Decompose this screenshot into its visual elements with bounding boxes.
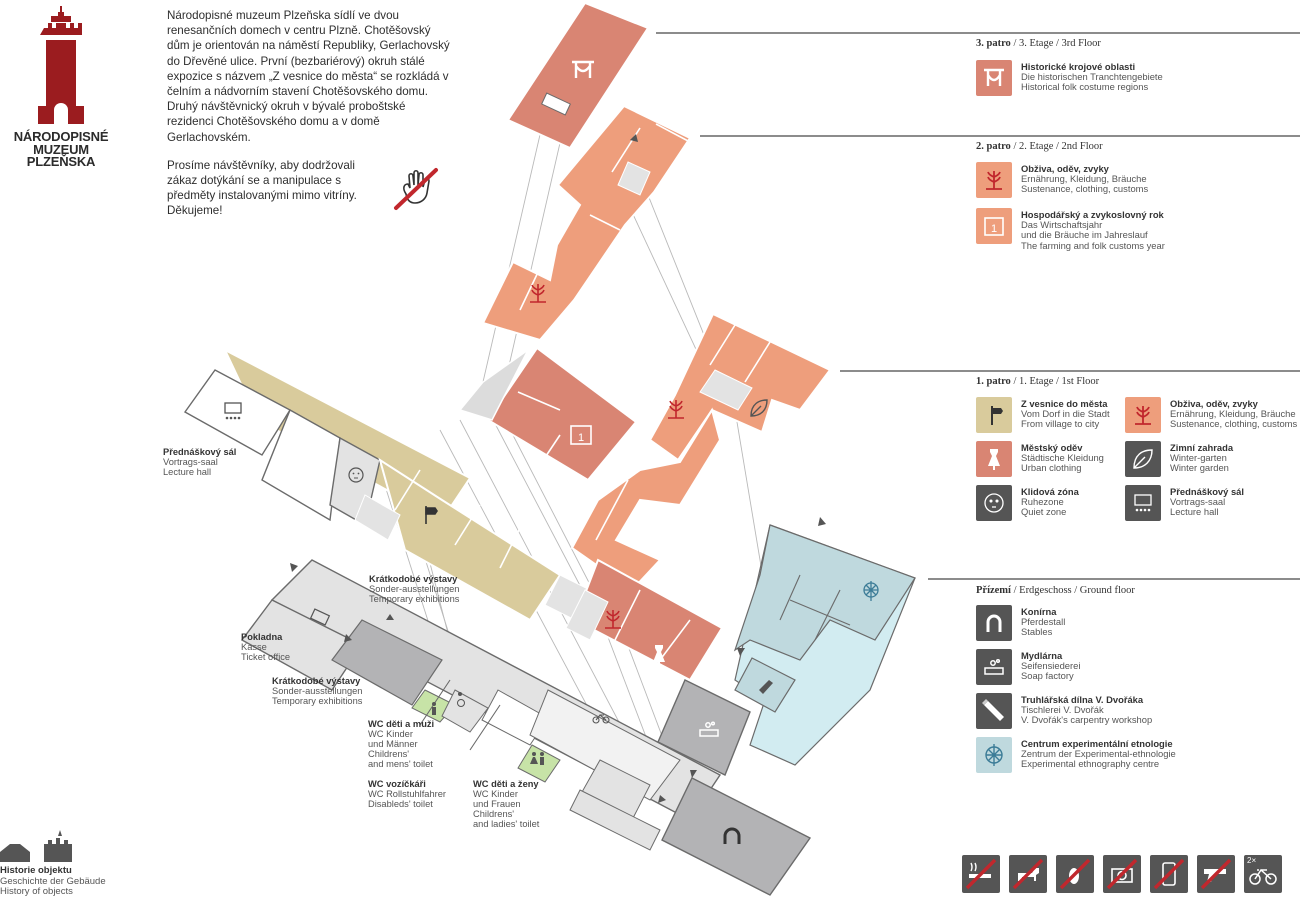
leaf-icon	[1133, 449, 1153, 469]
no-photo-rule	[1103, 855, 1141, 893]
svg-text:1: 1	[991, 223, 997, 235]
toilet-disabled-icon	[457, 692, 465, 707]
soap-icon	[699, 721, 719, 737]
signpost-icon	[425, 506, 438, 524]
wheat-sustenance-icon	[1135, 406, 1151, 425]
ground-floor-line	[928, 578, 1300, 580]
bicycle-icon	[592, 714, 610, 724]
legend-lecture-hall: Přednáškový sál Vortrags-saal Lecture ha…	[1125, 485, 1244, 521]
label-lecture-hall: Přednáškový sál Vortrags-saal Lecture ha…	[163, 447, 237, 477]
dress-form-icon	[653, 645, 665, 666]
third-floor-title: 3. patro / 3. Etage / 3rd Floor	[976, 38, 1101, 49]
second-floor-line	[700, 135, 1300, 137]
soap-icon	[984, 658, 1004, 675]
horseshoe-icon	[986, 614, 1002, 632]
legend-village-to-city: Z vesnice do města Vom Dorf in die Stadt…	[976, 397, 1110, 433]
no-touching-icon	[394, 168, 438, 210]
ticket-icon	[309, 608, 331, 626]
toilet-men-icon	[432, 702, 436, 715]
no-smoking-rule	[962, 855, 1000, 893]
lecture-screen-icon	[224, 402, 242, 420]
no-weapons-icon	[1200, 858, 1232, 890]
folk-costume-regions-icon	[572, 60, 594, 78]
legend-farming-year: 1 Hospodářský a zvykoslovný rok Das Wirt…	[976, 208, 1165, 251]
museum-tower-logo-icon	[38, 6, 84, 124]
no-food-rule	[1056, 855, 1094, 893]
quiet-face-icon	[984, 493, 1004, 513]
legend-soap-factory: Mydlárna Seifensiederei Soap factory	[976, 649, 1080, 685]
direction-arrows	[290, 134, 826, 803]
bicycle-parking-rule: 2×	[1244, 855, 1282, 893]
label-wc-disabled: WC vozíčkáři WC Rollstuhlfahrer Disabled…	[368, 779, 447, 809]
legend-folk-costume-regions: Historické krojové oblasti Die historisc…	[976, 60, 1163, 96]
label-wc-men: WC děti a muži WC Kinder und Männer Chil…	[368, 719, 435, 769]
first-floor-title: 1. patro / 1. Etage / 1st Floor	[976, 376, 1100, 387]
legend-winter-garden: Zimní zahrada Winter-garten Winter garde…	[1125, 441, 1233, 477]
folk-costume-regions-icon	[984, 68, 1004, 86]
third-floor-plan	[506, 1, 650, 150]
saw-icon	[982, 699, 1004, 721]
legend-stables: Konírna Pferdestall Stables	[976, 605, 1065, 641]
second-floor-plan: 1	[458, 104, 832, 592]
label-temporary-exhibitions-2: Krátkodobé výstavy Sonder-ausstellungen …	[272, 676, 363, 706]
svg-text:1: 1	[578, 432, 584, 444]
quiet-face-icon	[348, 467, 364, 483]
label-ticket-office: Pokladna Kasse Ticket office	[241, 632, 291, 662]
legend-sustenance-2nd: Obživa, oděv, zvyky Ernährung, Kleidung,…	[976, 162, 1148, 198]
wheat-sustenance-icon	[668, 400, 684, 419]
label-temporary-exhibitions-1: Krátkodobé výstavy Sonder-ausstellungen …	[369, 574, 460, 604]
intro-paragraph-1: Národopisné muzeum Plzeňska sídlí ve dvo…	[167, 9, 450, 144]
intro-text: Národopisné muzeum Plzeňska sídlí ve dvo…	[167, 8, 452, 232]
third-floor-line	[656, 32, 1300, 34]
lecture-screen-icon	[1134, 494, 1152, 512]
first-floor-line	[840, 370, 1300, 372]
no-dogs-icon	[1012, 858, 1044, 890]
dress-form-icon	[988, 449, 1000, 470]
calendar-year-icon: 1	[570, 425, 592, 445]
second-floor-title: 2. patro / 2. Etage / 2nd Floor	[976, 141, 1103, 152]
history-of-objects: Historie objektu Geschichte der Gebäude …	[0, 865, 106, 897]
legend-urban-clothing: Městský oděv Städtische Kleidung Urban c…	[976, 441, 1104, 477]
no-phone-icon	[1153, 858, 1185, 890]
no-smoking-icon	[965, 858, 997, 890]
signpost-icon	[991, 406, 1003, 425]
legend-carpentry-workshop: Truhlářská dílna V. Dvořáka Tischlerei V…	[976, 693, 1152, 729]
no-dogs-rule	[1009, 855, 1047, 893]
museum-name: NÁRODOPISNÉ MUZEUM PLZEŇSKA	[13, 129, 109, 169]
wheat-sustenance-icon	[530, 284, 546, 303]
wheat-sustenance-icon	[986, 171, 1002, 190]
saw-icon	[759, 680, 773, 694]
leaf-icon	[750, 399, 768, 417]
bicycle-count: 2×	[1247, 856, 1257, 865]
no-photo-icon	[1106, 858, 1138, 890]
first-floor-plan	[183, 347, 724, 682]
spinning-wheel-icon	[863, 581, 879, 601]
horseshoe-icon	[723, 827, 741, 844]
legend-quiet-zone: Klidová zóna Ruhezone Quiet zone	[976, 485, 1079, 521]
no-weapons-rule	[1197, 855, 1235, 893]
no-food-icon	[1059, 858, 1091, 890]
legend-experimental-ethnography: Centrum experimentální etnologie Zentrum…	[976, 737, 1176, 773]
toilet-women-icon	[530, 752, 544, 765]
no-phone-rule	[1150, 855, 1188, 893]
historic-buildings-icon	[0, 830, 72, 862]
ground-floor-title: Přízemí / Erdgeschoss / Ground floor	[976, 585, 1135, 596]
intro-paragraph-2: Prosíme návštěvníky, aby dodržovali záka…	[167, 158, 357, 218]
ground-floor-plan	[240, 524, 916, 896]
wheat-sustenance-icon	[605, 610, 621, 629]
legend-sustenance-1st: Obživa, oděv, zvyky Ernährung, Kleidung,…	[1125, 397, 1297, 433]
spinning-wheel-icon	[985, 744, 1003, 766]
bicycle-icon	[1249, 868, 1277, 885]
calendar-year-icon: 1	[984, 217, 1004, 236]
label-wc-women: WC děti a ženy WC Kinder und Frauen Chil…	[473, 779, 540, 829]
